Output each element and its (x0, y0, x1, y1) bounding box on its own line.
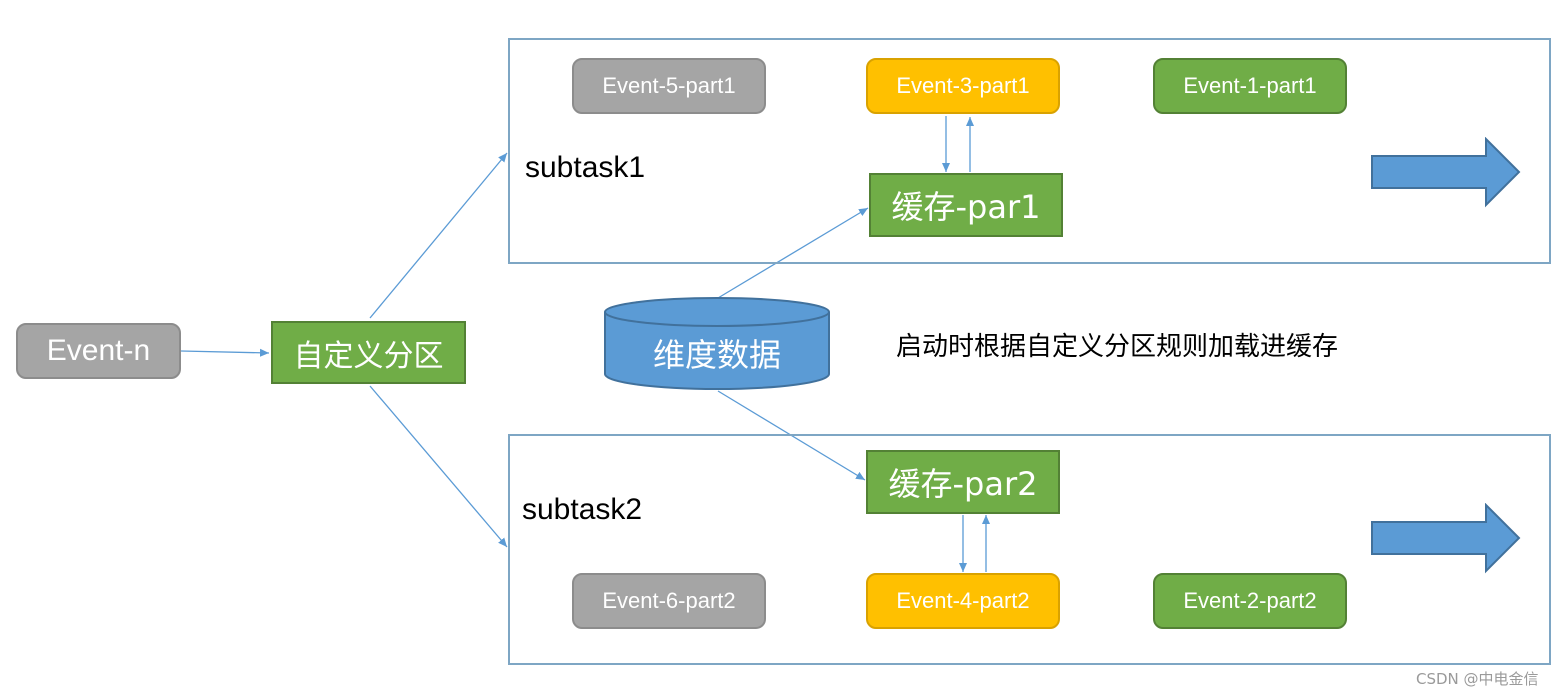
subtask1-panel (508, 38, 1551, 264)
subtask2-event-yellow: Event-4-part2 (866, 573, 1060, 629)
subtask2-panel (508, 434, 1551, 665)
dimension-database-label: 维度数据 (652, 336, 781, 374)
subtask1-cache-node: 缓存-par1 (869, 173, 1063, 237)
subtask1-event-yellow: Event-3-part1 (866, 58, 1060, 114)
edge-db-to-cache1 (717, 207, 869, 299)
subtask1-event-gray: Event-5-part1 (572, 58, 766, 114)
edge-partitioner-to-subtask2 (369, 385, 508, 548)
subtask2-cache-label: 缓存-par2 (888, 465, 1038, 503)
edge-partitioner-to-subtask1 (369, 152, 508, 319)
edge-source-to-partitioner (180, 348, 270, 357)
source-event-node: Event-n (16, 323, 181, 379)
subtask2-event-yellow-label: Event-4-part2 (896, 588, 1030, 613)
subtask1-cache-label: 缓存-par1 (891, 188, 1041, 226)
subtask2-event-gray: Event-6-part2 (572, 573, 766, 629)
dimension-database-icon (604, 297, 830, 390)
subtask2-event-green: Event-2-part2 (1153, 573, 1347, 629)
subtask1-event-green: Event-1-part1 (1153, 58, 1347, 114)
subtask1-event-yellow-label: Event-3-part1 (896, 73, 1030, 98)
subtask2-event-green-label: Event-2-part2 (1183, 588, 1317, 613)
csdn-watermark: CSDN @中电金信 (1416, 670, 1539, 688)
subtask1-event-gray-label: Event-5-part1 (602, 73, 736, 98)
subtask1-event-green-label: Event-1-part1 (1183, 73, 1317, 98)
subtask2-output-arrow-icon (1371, 503, 1521, 574)
subtask2-label: subtask2 (522, 493, 643, 526)
partitioner-node: 自定义分区 (271, 321, 466, 384)
subtask2-cache-node: 缓存-par2 (866, 450, 1060, 514)
subtask1-output-arrow-icon (1371, 137, 1521, 208)
source-event-label: Event-n (46, 334, 151, 367)
partitioner-label: 自定义分区 (293, 338, 444, 374)
subtask1-label: subtask1 (525, 151, 646, 184)
subtask2-event-gray-label: Event-6-part2 (602, 588, 736, 613)
load-note: 启动时根据自定义分区规则加载进缓存 (896, 332, 1339, 362)
